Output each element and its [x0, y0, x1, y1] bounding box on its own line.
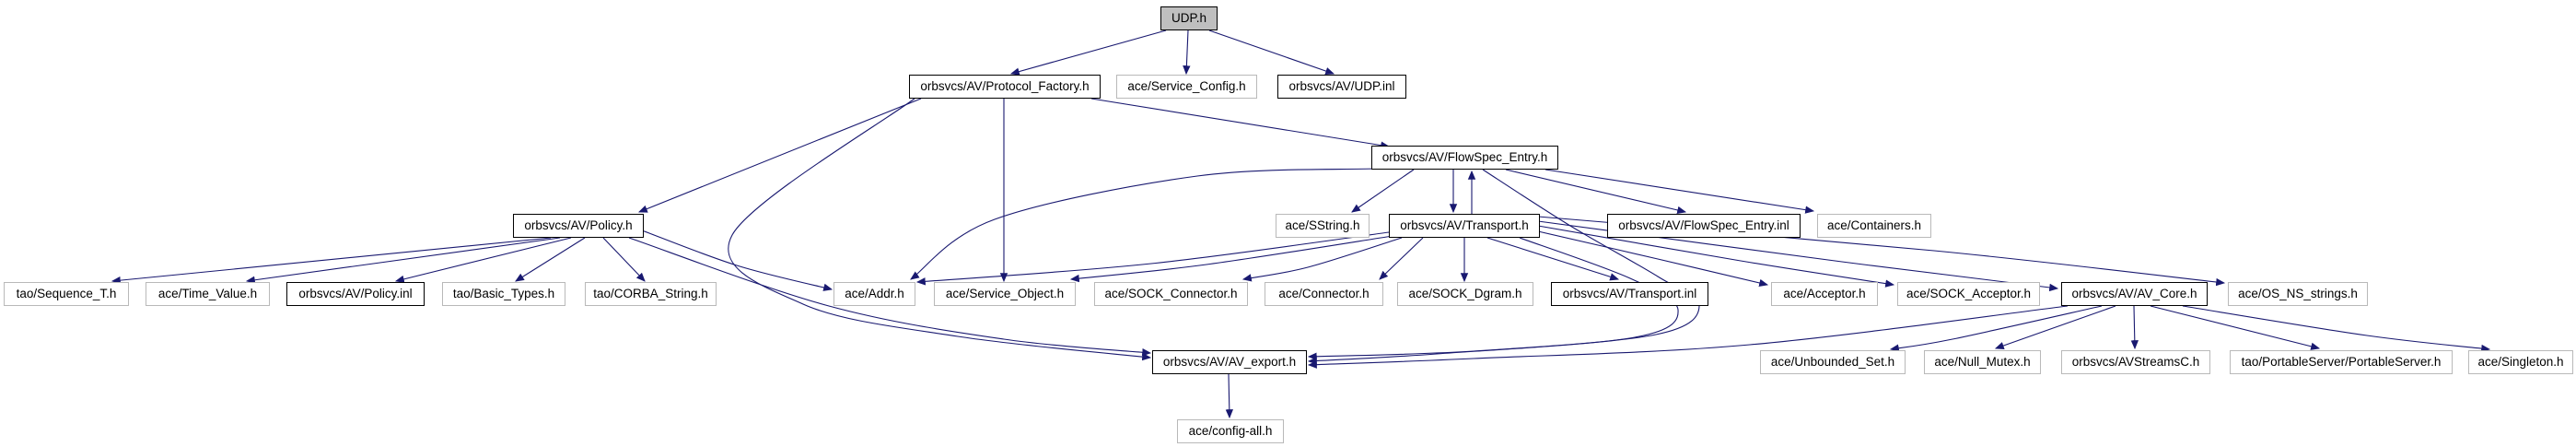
edge-udp_h-to-udp_inl: [1208, 29, 1335, 76]
edge-av_core-to-unbounded_set: [1889, 305, 2103, 352]
edge-transport-to-service_object: [1069, 235, 1393, 283]
edge-policy-to-time_value: [245, 237, 561, 284]
edge-policy-to-basic_types: [515, 237, 586, 282]
graph-node-singleton: ace/Singleton.h: [2468, 350, 2573, 374]
graph-node-avstreamsc: orbsvcs/AVStreamsC.h: [2061, 350, 2210, 374]
graph-node-time-value: ace/Time_Value.h: [146, 282, 270, 306]
edge-policy-to-corba_string: [602, 237, 646, 282]
graph-node-protocol-factory[interactable]: orbsvcs/AV/Protocol_Factory.h: [909, 75, 1101, 99]
edge-flowspec_entry-to-addr: [910, 168, 1375, 280]
graph-node-av-core[interactable]: orbsvcs/AV/AV_Core.h: [2061, 282, 2208, 306]
graph-node-corba-string: tao/CORBA_String.h: [585, 282, 717, 306]
edge-protocol_factory-to-policy: [637, 98, 922, 213]
graph-node-transport[interactable]: orbsvcs/AV/Transport.h: [1389, 214, 1540, 238]
edge-flowspec_entry-to-av_export: [1307, 169, 1700, 360]
edge-transport-to-transport_inl: [1486, 237, 1620, 281]
edge-flowspec_entry-to-sstring: [1351, 169, 1415, 213]
edge-flowspec_entry-to-flowspec_entry_inl: [1505, 169, 1687, 215]
edge-transport-to-av_core: [1537, 220, 2059, 292]
edge-transport-to-addr: [915, 231, 1390, 286]
graph-node-null-mutex: ace/Null_Mutex.h: [1924, 350, 2041, 374]
edge-flowspec_entry-to-containers: [1544, 169, 1815, 214]
graph-node-config-all: ace/config-all.h: [1177, 419, 1284, 443]
edge-policy-to-sequence_t: [111, 237, 552, 285]
graph-node-basic-types: tao/Basic_Types.h: [442, 282, 565, 306]
graph-node-containers: ace/Containers.h: [1817, 214, 1931, 238]
graph-node-sequence-t: tao/Sequence_T.h: [4, 282, 129, 306]
edge-policy-to-av_export: [628, 237, 1152, 357]
graph-node-policy[interactable]: orbsvcs/AV/Policy.h: [513, 214, 644, 238]
graph-node-sock-dgram: ace/SOCK_Dgram.h: [1397, 282, 1533, 306]
graph-node-transport-inl[interactable]: orbsvcs/AV/Transport.inl: [1551, 282, 1708, 306]
graph-node-sstring: ace/SString.h: [1276, 214, 1370, 238]
graph-node-addr: ace/Addr.h: [833, 282, 915, 306]
edge-av_core-to-avstreamsc: [2130, 305, 2139, 350]
graph-node-portableserver: tao/PortableServer/PortableServer.h: [2230, 350, 2453, 374]
edge-av_core-to-null_mutex: [1994, 305, 2116, 350]
graph-node-policy-inl[interactable]: orbsvcs/AV/Policy.inl: [286, 282, 425, 306]
edge-transport-to-sock_acceptor: [1537, 225, 1895, 288]
edge-protocol_factory-to-flowspec_entry: [1090, 98, 1391, 149]
graph-node-sock-connector: ace/SOCK_Connector.h: [1094, 282, 1248, 306]
graph-node-os-ns-strings: ace/OS_NS_strings.h: [2228, 282, 2368, 306]
edge-av_export-to-config_all: [1225, 373, 1233, 419]
graph-node-service-object: ace/Service_Object.h: [934, 282, 1076, 306]
edge-av_core-to-av_export: [1307, 305, 2069, 369]
graph-node-flowspec-entry[interactable]: orbsvcs/AV/FlowSpec_Entry.h: [1371, 146, 1558, 170]
edge-protocol_factory-to-av_export: [728, 98, 1152, 361]
edge-transport-to-av_export: [1307, 237, 1679, 365]
edge-transport-to-sock_connector: [1241, 237, 1403, 282]
edge-transport-to-acceptor: [1537, 230, 1769, 288]
edge-udp_h-to-service_config: [1183, 29, 1191, 76]
graph-node-udp-h: UDP.h: [1160, 6, 1218, 30]
edge-av_core-to-singleton: [2182, 305, 2491, 353]
edge-policy-to-policy_inl: [394, 237, 572, 283]
graph-node-udp-inl[interactable]: orbsvcs/AV/UDP.inl: [1277, 75, 1406, 99]
graph-node-flowspec-entry-inl[interactable]: orbsvcs/AV/FlowSpec_Entry.inl: [1607, 214, 1801, 238]
edge-av_core-to-portableserver: [2150, 305, 2321, 350]
graph-node-sock-acceptor: ace/SOCK_Acceptor.h: [1897, 282, 2040, 306]
graph-node-connector: ace/Connector.h: [1265, 282, 1383, 306]
graph-node-service-config: ace/Service_Config.h: [1116, 75, 1257, 99]
edge-udp_h-to-protocol_factory: [1009, 29, 1167, 76]
graph-node-acceptor: ace/Acceptor.h: [1771, 282, 1878, 306]
edge-policy-to-addr: [641, 229, 833, 291]
edge-transport-to-connector: [1379, 237, 1424, 280]
graph-node-unbounded-set: ace/Unbounded_Set.h: [1760, 350, 1906, 374]
graph-node-av-export[interactable]: orbsvcs/AV/AV_export.h: [1152, 350, 1307, 374]
